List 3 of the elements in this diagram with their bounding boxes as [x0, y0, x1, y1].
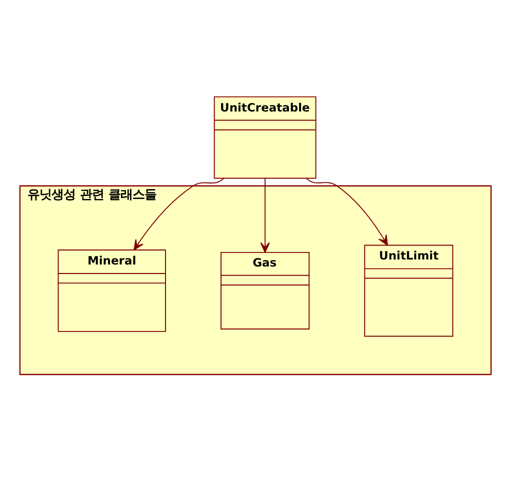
arrow [134, 178, 224, 250]
arrow [306, 178, 388, 246]
arrow [260, 178, 270, 253]
